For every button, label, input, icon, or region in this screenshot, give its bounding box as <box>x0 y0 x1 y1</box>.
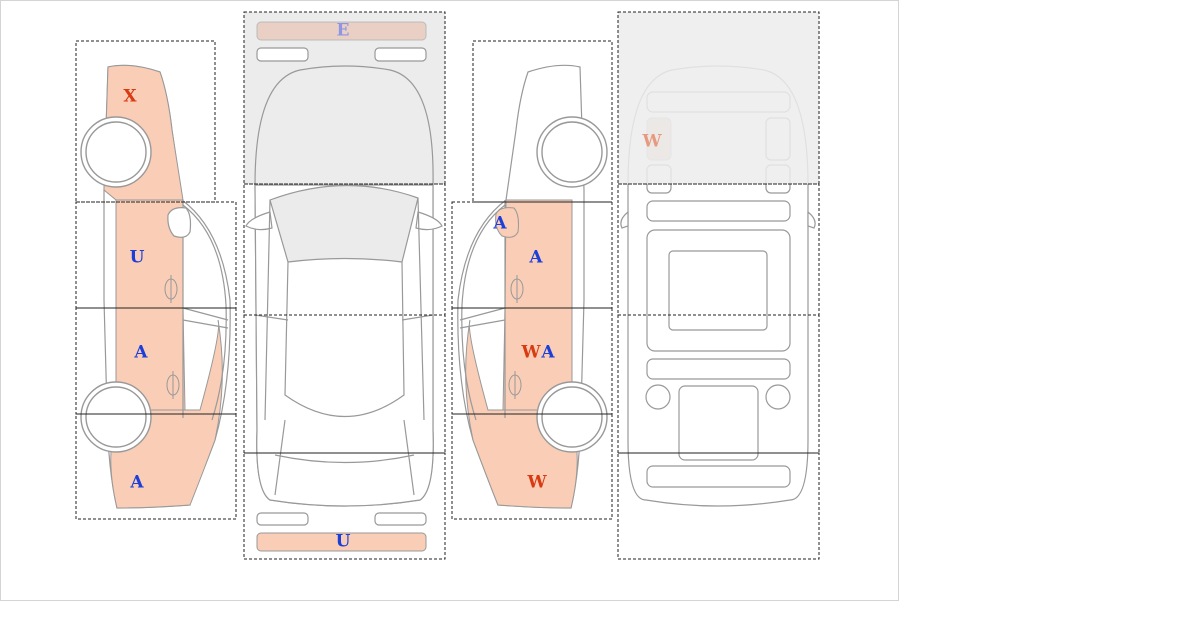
left-front-wheel-inner <box>85 121 147 183</box>
zone-roof <box>243 314 446 454</box>
front-bumper-panel <box>256 21 427 41</box>
zone-rear-bumper <box>243 452 446 560</box>
left-pillar-line-2 <box>182 319 229 329</box>
zone-right-rear-quarter <box>451 413 613 520</box>
zone-front-bumper <box>243 11 446 185</box>
zone-underside-front <box>617 11 820 185</box>
underside-mirrors <box>620 210 816 229</box>
right-headlight <box>374 47 427 62</box>
underside-crossmember <box>646 200 791 222</box>
code-right-front-door[interactable]: A <box>528 248 543 268</box>
left-side-view: X U A A <box>75 40 237 520</box>
b-pillars <box>254 314 434 321</box>
left-side-line <box>264 199 271 421</box>
top-right-mirror <box>415 211 443 231</box>
right-front-wheel-inner <box>541 121 603 183</box>
right-front-door-handle <box>510 275 524 303</box>
underside-floor-center <box>668 250 768 331</box>
zone-underside-rear <box>617 452 820 560</box>
right-pillar-line <box>459 307 506 321</box>
right-rear-door-handle <box>508 371 522 399</box>
code-rear-bumper[interactable]: U <box>336 532 351 552</box>
code-left-rear-door[interactable]: A <box>133 343 148 363</box>
left-front-door-handle <box>164 275 178 303</box>
left-pillar-line <box>182 307 229 321</box>
underside-rear-crossmember <box>646 358 791 380</box>
right-pillar-line-2 <box>459 319 506 329</box>
code-left-front-door[interactable]: U <box>130 248 145 268</box>
code-right-rear-door-w[interactable]: W <box>520 343 541 363</box>
right-side-line <box>417 197 425 421</box>
left-headlight <box>256 47 309 62</box>
left-mirror <box>167 207 192 238</box>
zone-underside-middle-rear <box>617 314 820 454</box>
right-rear-wheel-inner <box>541 386 603 448</box>
left-taillight <box>256 512 309 526</box>
rear-bumper-panel <box>256 532 427 552</box>
code-underside-front[interactable]: W <box>641 132 662 152</box>
right-mirror-panel <box>495 207 519 238</box>
left-window-line <box>182 204 227 421</box>
top-left-mirror <box>245 211 273 231</box>
rear-window <box>274 454 415 464</box>
underside-spare-well <box>678 385 759 461</box>
zone-left-rear-quarter <box>75 413 237 520</box>
code-right-mirror[interactable]: A <box>492 214 507 234</box>
top-view: E U <box>243 11 446 560</box>
rear-pillars <box>274 419 415 496</box>
left-rear-door-handle <box>166 371 180 399</box>
code-left-front-fender[interactable]: X <box>123 87 137 107</box>
code-right-rear-door-a[interactable]: A <box>540 343 555 363</box>
roof <box>284 261 405 418</box>
underside-right-rear-mount <box>765 384 791 410</box>
code-front-bumper[interactable]: E <box>337 21 350 41</box>
windshield <box>269 184 419 263</box>
underside-left-rear-mount <box>645 384 671 410</box>
left-rear-wheel-inner <box>85 386 147 448</box>
code-left-rear-quarter[interactable]: A <box>129 473 144 493</box>
right-window-line <box>461 204 506 421</box>
underside-hidden-area <box>618 12 819 184</box>
top-body-lower <box>254 184 434 507</box>
underside-view: W <box>617 11 820 560</box>
top-hidden-area <box>244 12 445 184</box>
underside-rear-bar <box>646 465 791 488</box>
code-right-rear-quarter[interactable]: W <box>526 473 547 493</box>
right-side-view: A A W A W <box>451 40 613 520</box>
right-taillight <box>374 512 427 526</box>
